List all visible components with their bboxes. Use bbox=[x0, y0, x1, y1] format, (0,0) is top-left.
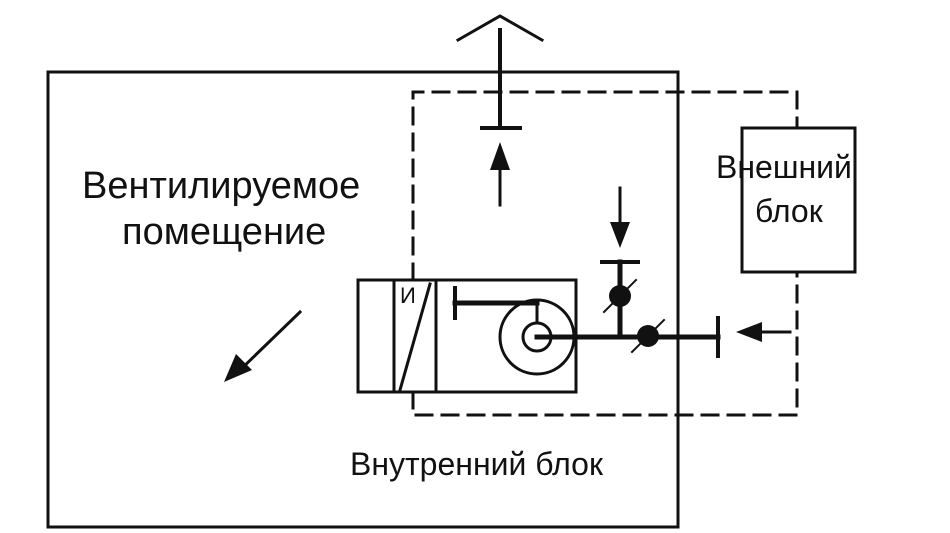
room-label-line2: помещение bbox=[122, 211, 326, 253]
supply-down-arrow-head bbox=[610, 222, 630, 248]
outdoor-air-arrow-head bbox=[736, 322, 762, 342]
ventilated-room-box bbox=[46, 70, 680, 529]
valve-upper-disc bbox=[609, 285, 631, 307]
room-label-line1: Вентилируемое bbox=[82, 165, 360, 207]
filter-mark: И bbox=[400, 283, 416, 308]
room-airflow-arrow-head bbox=[224, 354, 252, 382]
outdoor-unit-label-line1: Внешний bbox=[716, 149, 852, 185]
exhaust-arrow-head bbox=[490, 142, 510, 170]
indoor-unit-label: Внутренний блок bbox=[350, 446, 604, 482]
room-airflow-arrow-shaft bbox=[235, 309, 303, 375]
outdoor-unit-label-line2: блок bbox=[755, 193, 824, 229]
valve-lower-disc bbox=[637, 325, 659, 347]
exhaust-hood bbox=[455, 14, 545, 43]
dashed-duct-outline bbox=[411, 90, 799, 282]
dashed-duct-bottom bbox=[411, 270, 799, 417]
filter-diagonal bbox=[398, 282, 432, 392]
